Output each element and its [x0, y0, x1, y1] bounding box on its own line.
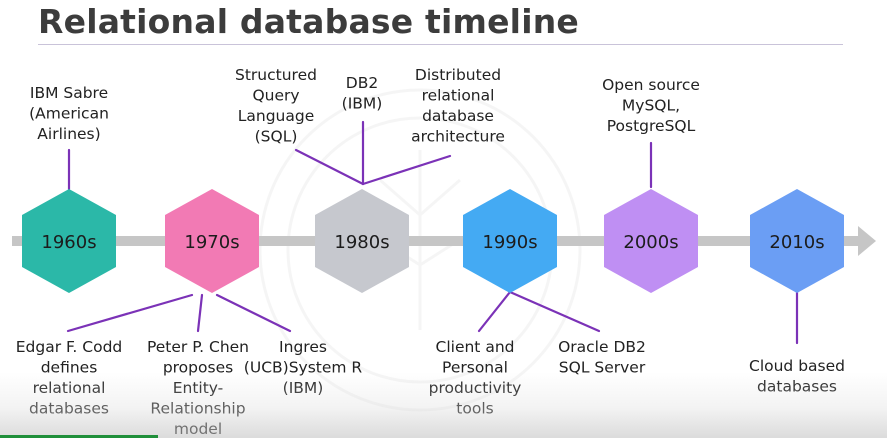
top-event-3-line-2: database — [422, 107, 494, 125]
connector-chen — [196, 293, 204, 333]
top-event-1-line-1: Query — [252, 87, 299, 105]
decade-hexagon-1970s — [165, 189, 259, 293]
connector-oracle — [508, 290, 601, 333]
bottom-event-4-line-0: Oracle DB2 — [558, 338, 646, 356]
bottom-event-1-line-4: model — [174, 420, 222, 438]
top-event-0-line-2: Airlines) — [37, 125, 100, 143]
bottom-event-4-line-1: SQL Server — [559, 359, 646, 377]
connector-lines — [66, 120, 799, 345]
bottom-event-3-line-1: Personal — [442, 359, 508, 377]
timeline-axis — [12, 236, 862, 246]
top-event-1-line-2: Language — [238, 107, 315, 125]
top-event-3-line-3: architecture — [411, 128, 505, 146]
decade-label-2000s: 2000s — [623, 232, 678, 253]
decade-label-2010s: 2010s — [769, 232, 824, 253]
top-event-2: DB2 (IBM) — [342, 74, 383, 113]
bottom-event-0-line-3: databases — [29, 400, 109, 418]
bottom-event-5-line-0: Cloud based — [749, 357, 845, 375]
top-event-2-line-1: (IBM) — [342, 95, 383, 113]
decade-label-1970s: 1970s — [184, 232, 239, 253]
top-event-2-line-0: DB2 — [346, 74, 378, 92]
bottom-event-3-line-2: productivity — [429, 379, 522, 397]
decade-hexagon-1960s — [22, 189, 116, 293]
connector-distributed — [361, 154, 452, 186]
bottom-event-0: Edgar F. Codd defines relational databases — [16, 338, 123, 418]
bottom-event-1-line-2: Entity- — [173, 379, 224, 397]
bottom-event-2-line-0: Ingres — [279, 338, 327, 356]
top-event-1-line-0: Structured — [235, 66, 317, 84]
decade-label-1990s: 1990s — [482, 232, 537, 253]
bottom-event-2: Ingres (UCB)System R (IBM) — [244, 338, 363, 397]
connector-client-tools — [477, 290, 512, 333]
bottom-event-0-line-2: relational — [33, 379, 106, 397]
connector-codd — [66, 293, 194, 333]
connector-ingres — [215, 293, 292, 333]
decade-hexagon-1990s — [463, 189, 557, 293]
top-event-3: Distributed relational database architectur… — [411, 66, 505, 146]
top-event-0-line-1: (American — [29, 105, 109, 123]
decade-markers: 1960s 1970s 1980s 1990s 2000s 2010s — [22, 189, 844, 293]
bottom-event-3-line-3: tools — [456, 400, 493, 418]
decade-label-1960s: 1960s — [41, 232, 96, 253]
decade-hexagon-2000s — [604, 189, 698, 293]
top-event-4-line-0: Open source — [602, 76, 700, 94]
top-event-3-line-1: relational — [422, 87, 495, 105]
connector-sql — [294, 148, 365, 186]
top-event-4-line-2: PostgreSQL — [607, 117, 696, 135]
bottom-event-0-line-1: defines — [41, 359, 98, 377]
bottom-event-5: Cloud based databases — [749, 357, 845, 396]
top-event-4-line-1: MySQL, — [622, 97, 680, 115]
page-title: Relational database timeline — [38, 2, 579, 41]
bottom-event-1-line-3: Relationship — [150, 400, 245, 418]
top-event-0-line-0: IBM Sabre — [30, 84, 108, 102]
bottom-event-0-line-0: Edgar F. Codd — [16, 338, 123, 356]
bottom-event-1-line-1: proposes — [163, 359, 233, 377]
bottom-event-1-line-0: Peter P. Chen — [147, 338, 249, 356]
top-event-3-line-0: Distributed — [415, 66, 501, 84]
decade-label-1980s: 1980s — [334, 232, 389, 253]
timeline-arrowhead — [858, 226, 876, 256]
bottom-event-2-line-1: (UCB)System R — [244, 359, 363, 377]
decade-hexagon-1980s — [315, 189, 409, 293]
title-divider — [38, 44, 843, 45]
bottom-event-2-line-2: (IBM) — [283, 379, 324, 397]
video-progress-bar — [0, 435, 158, 438]
top-event-1-line-3: (SQL) — [255, 128, 298, 146]
bottom-event-3-line-0: Client and — [436, 338, 515, 356]
bottom-event-5-line-1: databases — [757, 378, 837, 396]
decade-hexagon-2010s — [750, 189, 844, 293]
